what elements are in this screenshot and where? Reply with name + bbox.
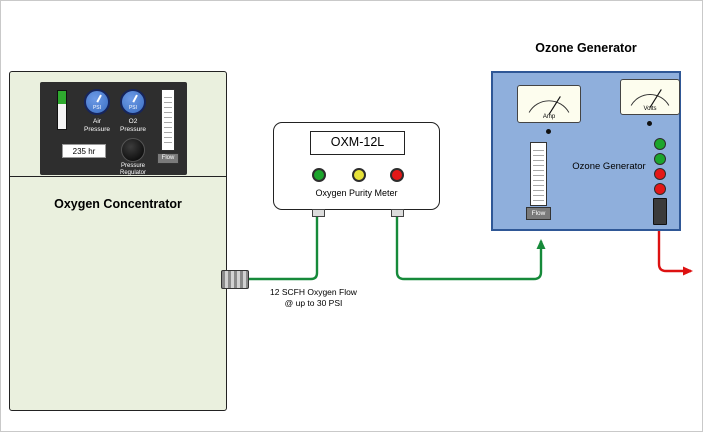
concentrator-control-panel: PSI PSI Air Pressure O2 Pressure 235 hr …	[40, 82, 187, 177]
concentrator-flow-label: Flow	[157, 153, 179, 164]
o2-pressure-label: O2 Pressure	[119, 118, 146, 133]
oxygen-outlet-fitting	[221, 270, 249, 289]
air-pressure-gauge: PSI	[84, 89, 110, 115]
amp-meter: Amp	[517, 85, 581, 123]
concentrator-flow-meter	[161, 89, 175, 151]
flow-meter-scale	[164, 93, 172, 147]
ozone-generator-inner-label: Ozone Generator	[572, 161, 646, 172]
ozone-power-switch[interactable]	[653, 198, 667, 225]
purity-green-led	[312, 168, 326, 182]
oxygen-concentrator: PSI PSI Air Pressure O2 Pressure 235 hr …	[9, 71, 227, 411]
volt-terminal-dot	[647, 121, 652, 126]
ozone-green-led-2	[654, 153, 666, 165]
ozone-red-led-1	[654, 168, 666, 180]
oxygen-purity-meter: OXM-12L Oxygen Purity Meter	[273, 122, 440, 217]
volt-meter: Volts	[620, 79, 680, 115]
oxygen-flow-annotation: 12 SCFH Oxygen Flow @ up to 30 PSI	[270, 287, 357, 309]
ozone-red-led-2	[654, 183, 666, 195]
purity-meter-outlet-port	[391, 209, 404, 217]
power-on-light	[58, 91, 66, 104]
oxygen-supply-line	[249, 217, 319, 281]
purity-red-led	[390, 168, 404, 182]
ozone-flow-label: Flow	[526, 207, 551, 220]
amp-meter-label: Amp	[542, 114, 556, 120]
o2-pressure-gauge: PSI	[120, 89, 146, 115]
ozone-green-led-1	[654, 138, 666, 150]
purity-meter-inlet-port	[312, 209, 325, 217]
panel-divider	[10, 176, 226, 177]
oxygen-concentrator-label: Oxygen Concentrator	[54, 197, 182, 211]
volt-meter-label: Volts	[643, 106, 657, 112]
ozone-output-line	[657, 231, 693, 276]
o2-gauge-unit: PSI	[128, 105, 138, 111]
ozone-generator: Amp Volts Flow Ozone Generator	[491, 71, 681, 231]
pressure-regulator-knob[interactable]	[121, 138, 145, 162]
amp-meter-face-icon	[528, 96, 570, 115]
power-indicator-strip	[57, 90, 67, 130]
hour-meter: 235 hr	[62, 144, 106, 158]
purity-yellow-led	[352, 168, 366, 182]
ozone-flow-meter	[530, 142, 547, 206]
volt-meter-face-icon	[630, 89, 670, 108]
air-pressure-label: Air Pressure	[83, 118, 110, 133]
model-number-plate: OXM-12L	[310, 131, 405, 155]
amp-terminal-dot	[546, 129, 551, 134]
ozone-generator-title: Ozone Generator	[535, 41, 637, 55]
flow-meter-scale	[533, 146, 544, 202]
purity-meter-label: Oxygen Purity Meter	[315, 188, 398, 198]
air-gauge-unit: PSI	[92, 105, 102, 111]
pressure-regulator-label: Pressure Regulator	[119, 163, 146, 177]
